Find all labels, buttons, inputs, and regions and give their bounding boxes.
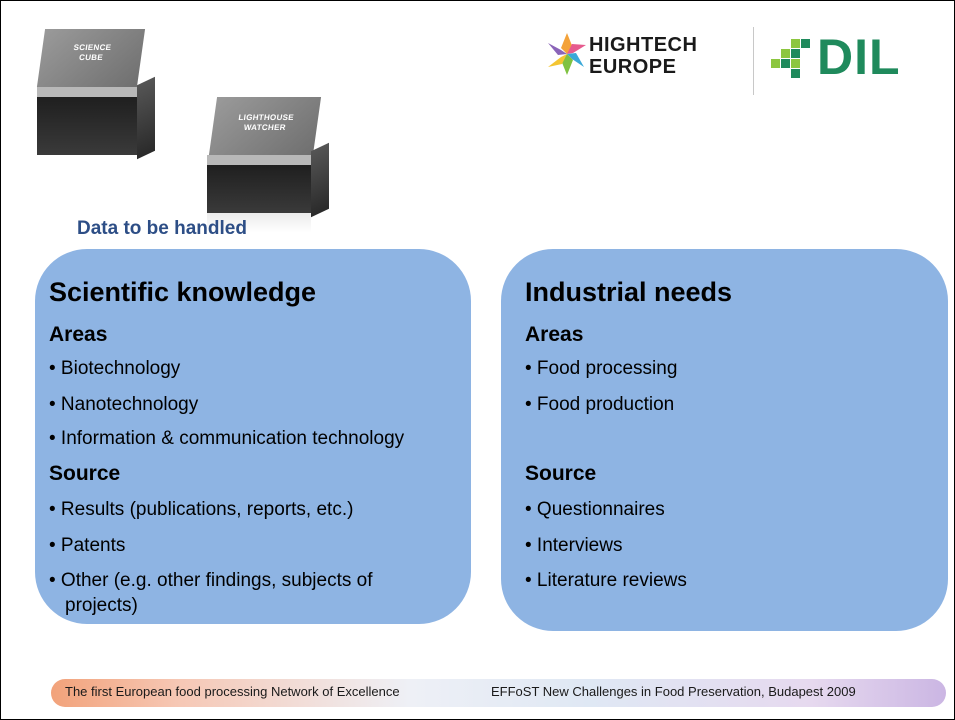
section-subtitle: Data to be handled	[77, 218, 247, 239]
industrial-needs-panel	[501, 249, 948, 631]
hightech-europe-wordmark: HIGHTECH EUROPE	[589, 34, 697, 78]
left-area-item: • Biotechnology	[49, 358, 181, 379]
lighthouse-cube-side	[311, 142, 329, 218]
right-source-item: • Questionnaires	[525, 499, 665, 520]
left-areas-heading: Areas	[49, 323, 108, 346]
science-cube-label-line1: SCIENCE	[72, 43, 112, 52]
scientific-knowledge-panel	[35, 249, 471, 624]
lighthouse-cube-reflection	[207, 213, 311, 233]
dil-wordmark: DIL	[817, 29, 901, 85]
footer-bar	[51, 679, 946, 707]
lighthouse-cube-label-line1: LIGHTHOUSE	[237, 113, 295, 122]
lighthouse-cube-top: LIGHTHOUSE WATCHER	[208, 97, 322, 155]
left-area-item: • Nanotechnology	[49, 394, 199, 415]
europe-text: EUROPE	[589, 56, 677, 78]
left-source-item-continued: projects)	[65, 595, 138, 616]
science-cube-band	[37, 87, 137, 97]
left-panel-title: Scientific knowledge	[49, 277, 317, 307]
dil-dots-icon	[769, 37, 813, 86]
science-cube-side	[137, 76, 155, 160]
left-source-item: • Patents	[49, 535, 126, 556]
hightech-text: HIGHTECH	[589, 34, 698, 56]
right-source-heading: Source	[525, 462, 597, 485]
left-source-item: • Results (publications, reports, etc.)	[49, 499, 354, 520]
footer-left-text: The first European food processing Netwo…	[65, 684, 400, 699]
right-source-item: • Interviews	[525, 535, 623, 556]
lighthouse-cube-band	[207, 155, 311, 165]
right-area-item: • Food production	[525, 394, 675, 415]
lighthouse-cube-front	[207, 165, 311, 213]
right-panel-title: Industrial needs	[525, 277, 733, 307]
hightech-star-icon	[548, 33, 586, 75]
right-area-item: • Food processing	[525, 358, 678, 379]
left-area-item: • Information & communication technology	[49, 428, 405, 449]
hightech-europe-logo	[546, 31, 588, 82]
left-source-item: • Other (e.g. other findings, subjects o…	[49, 570, 373, 591]
logo-divider	[753, 27, 754, 95]
science-cube-front	[37, 97, 137, 155]
right-areas-heading: Areas	[525, 323, 584, 346]
left-source-heading: Source	[49, 462, 121, 485]
science-cube-top: SCIENCE CUBE	[36, 29, 146, 87]
right-source-item: • Literature reviews	[525, 570, 687, 591]
footer-right-text: EFFoST New Challenges in Food Preservati…	[491, 684, 856, 699]
lighthouse-cube-label-line2: WATCHER	[243, 123, 287, 132]
science-cube-label-line2: CUBE	[78, 53, 104, 62]
